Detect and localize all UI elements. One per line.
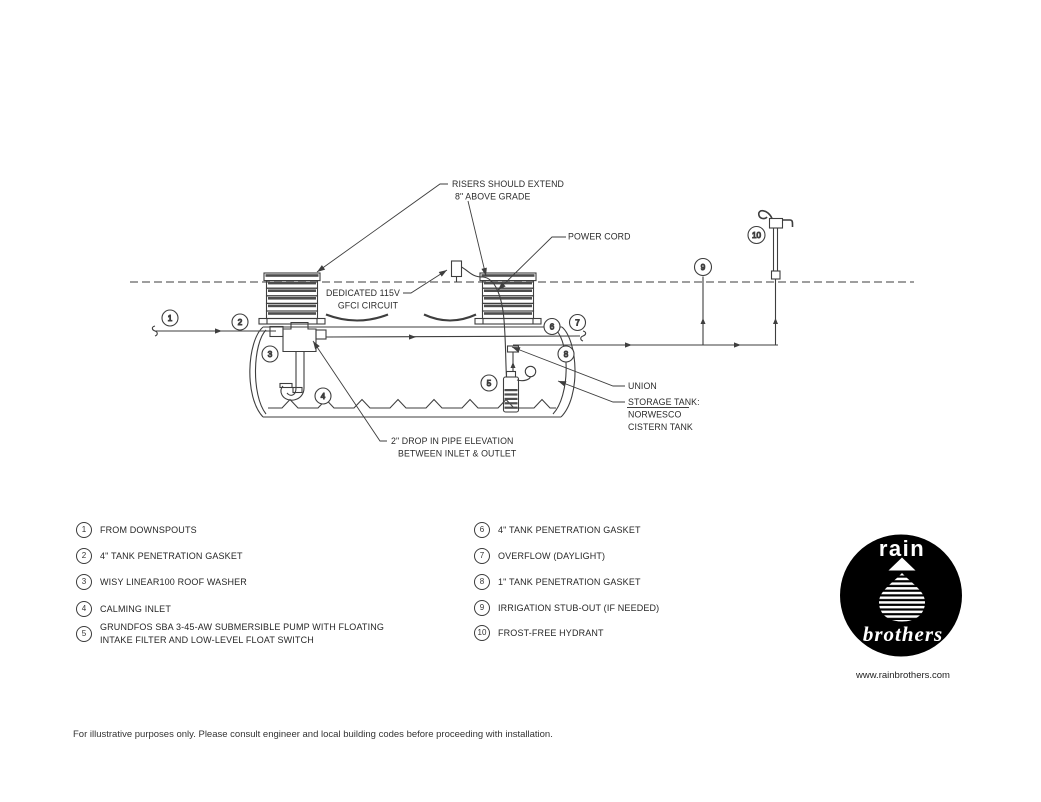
- tank-top-rib-right: [423, 313, 477, 322]
- svg-text:9: 9: [701, 263, 706, 272]
- legend-number-2: 2: [76, 548, 92, 564]
- legend-number-5: 5: [76, 626, 92, 642]
- legend-label-3: WISY LINEAR100 ROOF WASHER: [100, 576, 247, 587]
- irrigation-stub-out: [700, 276, 706, 345]
- logo-word-rain: rain: [879, 536, 925, 561]
- leader-lines: [312, 183, 625, 442]
- callout-5: 5: [480, 374, 498, 392]
- callout-10: 10: [747, 225, 766, 245]
- label-gfci-line2: GFCI CIRCUIT: [338, 301, 399, 311]
- tank-top-rib-left: [325, 313, 389, 322]
- svg-text:3: 3: [268, 350, 273, 359]
- svg-text:7: 7: [575, 319, 580, 328]
- label-storage-tank-line2: NORWESCO: [628, 410, 681, 420]
- legend-item-5: 5 GRUNDFOS SBA 3-45-AW SUBMERSIBLE PUMP …: [76, 621, 384, 647]
- legend-number-3: 3: [76, 574, 92, 590]
- label-storage-tank-line1: STORAGE TANK:: [628, 397, 700, 407]
- legend-item-3: 3 WISY LINEAR100 ROOF WASHER: [76, 574, 247, 590]
- legend-number-6: 6: [474, 522, 490, 538]
- label-gfci-line1: DEDICATED 115V: [326, 288, 400, 298]
- float-switch: [524, 365, 537, 378]
- label-risers-note-line2: 8" ABOVE GRADE: [455, 192, 530, 202]
- tank-bottom-corrugation: [268, 398, 556, 409]
- legend-label-6: 4" TANK PENETRATION GASKET: [498, 524, 641, 535]
- svg-text:2: 2: [238, 318, 243, 327]
- pressure-line: [513, 342, 778, 348]
- legend-label-1: FROM DOWNSPOUTS: [100, 524, 197, 535]
- callout-4: 4: [314, 387, 332, 405]
- legend-label-4: CALMING INLET: [100, 603, 171, 614]
- legend-number-4: 4: [76, 601, 92, 617]
- logo-drop-tip: [888, 557, 916, 571]
- legend-item-2: 2 4" TANK PENETRATION GASKET: [76, 548, 243, 564]
- label-union: UNION: [628, 381, 657, 391]
- submersible-pump: [502, 345, 537, 413]
- callout-9: 9: [693, 257, 713, 277]
- callout-2: 2: [231, 313, 249, 331]
- label-storage-tank-line3: CISTERN TANK: [628, 422, 693, 432]
- legend-number-7: 7: [474, 548, 490, 564]
- callout-8: 8: [557, 345, 575, 363]
- legend-label-5: GRUNDFOS SBA 3-45-AW SUBMERSIBLE PUMP WI…: [100, 622, 385, 645]
- logo-website: www.rainbrothers.com: [856, 670, 950, 681]
- legend-label-10: FROST-FREE HYDRANT: [498, 627, 604, 638]
- inlet-pipe: [151, 325, 276, 337]
- legend-number-10: 10: [474, 625, 490, 641]
- label-power-cord: POWER CORD: [568, 232, 631, 242]
- callout-1: 1: [161, 309, 179, 327]
- roof-washer: [269, 321, 327, 388]
- svg-text:6: 6: [550, 323, 555, 332]
- svg-text:1: 1: [168, 314, 173, 323]
- legend-item-9: 9 IRRIGATION STUB-OUT (IF NEEDED): [474, 600, 659, 616]
- hydrant-handle: [758, 210, 773, 220]
- rain-brothers-logo: rain brothers: [838, 532, 968, 662]
- svg-text:8: 8: [564, 350, 569, 359]
- overflow-pipe: [325, 330, 587, 342]
- legend-item-6: 6 4" TANK PENETRATION GASKET: [474, 522, 641, 538]
- gfci-outlet: [450, 260, 463, 282]
- legend-number-8: 8: [474, 574, 490, 590]
- right-riser: [474, 272, 542, 325]
- svg-text:10: 10: [752, 231, 761, 240]
- disclaimer-text: For illustrative purposes only. Please c…: [73, 729, 553, 740]
- legend-number-1: 1: [76, 522, 92, 538]
- logo-word-brothers: brothers: [863, 622, 943, 646]
- svg-text:5: 5: [487, 379, 492, 388]
- frost-free-hydrant: [758, 210, 794, 345]
- legend-label-9: IRRIGATION STUB-OUT (IF NEEDED): [498, 602, 660, 613]
- legend-item-10: 10 FROST-FREE HYDRANT: [474, 625, 604, 641]
- label-drop-note-line1: 2" DROP IN PIPE ELEVATION: [391, 436, 513, 446]
- logo-drop-icon: [879, 573, 925, 622]
- label-risers-note-line1: RISERS SHOULD EXTEND: [452, 179, 564, 189]
- svg-text:4: 4: [321, 392, 326, 401]
- callout-7: 7: [568, 313, 587, 332]
- legend-label-7: OVERFLOW (DAYLIGHT): [498, 550, 606, 561]
- legend-label-2: 4" TANK PENETRATION GASKET: [100, 550, 243, 561]
- legend-number-9: 9: [474, 600, 490, 616]
- hydrant-spout: [782, 219, 794, 227]
- legend-item-1: 1 FROM DOWNSPOUTS: [76, 522, 197, 538]
- legend-item-7: 7 OVERFLOW (DAYLIGHT): [474, 548, 605, 564]
- callout-6: 6: [543, 317, 561, 336]
- storage-tank-body: [249, 313, 576, 418]
- legend-item-8: 8 1" TANK PENETRATION GASKET: [474, 574, 641, 590]
- label-drop-note-line2: BETWEEN INLET & OUTLET: [398, 449, 517, 459]
- callout-3: 3: [261, 345, 279, 363]
- legend-label-8: 1" TANK PENETRATION GASKET: [498, 576, 641, 587]
- power-cord-line: [461, 266, 508, 378]
- left-riser: [258, 272, 326, 325]
- callout-bubbles: 1 2 3 4 5 6 7 8 9 10: [161, 225, 766, 405]
- legend-item-4: 4 CALMING INLET: [76, 601, 171, 617]
- calming-inlet: [279, 382, 305, 401]
